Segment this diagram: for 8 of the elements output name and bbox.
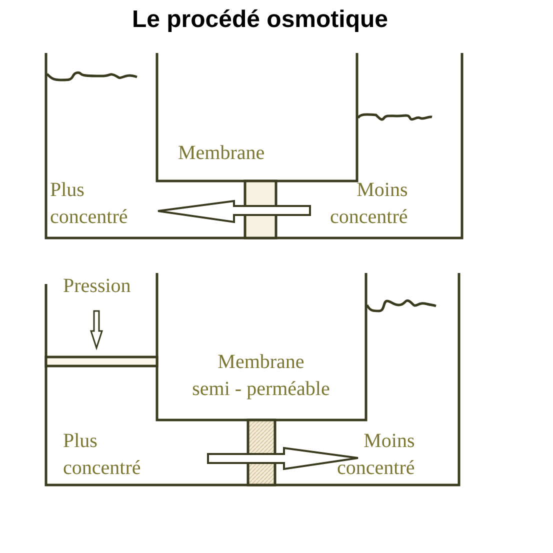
label-text: Moins concentré: [330, 178, 408, 230]
label-text: Membrane: [178, 141, 265, 166]
label-text: Membrane semi - perméable: [191, 350, 331, 402]
label-text: Plus concentré: [50, 178, 128, 230]
label-text: Plus concentré: [63, 429, 141, 481]
label-text: Moins concentré: [337, 429, 415, 481]
label-text: Pression: [63, 274, 131, 299]
title: Le procédé osmotique: [130, 6, 390, 34]
